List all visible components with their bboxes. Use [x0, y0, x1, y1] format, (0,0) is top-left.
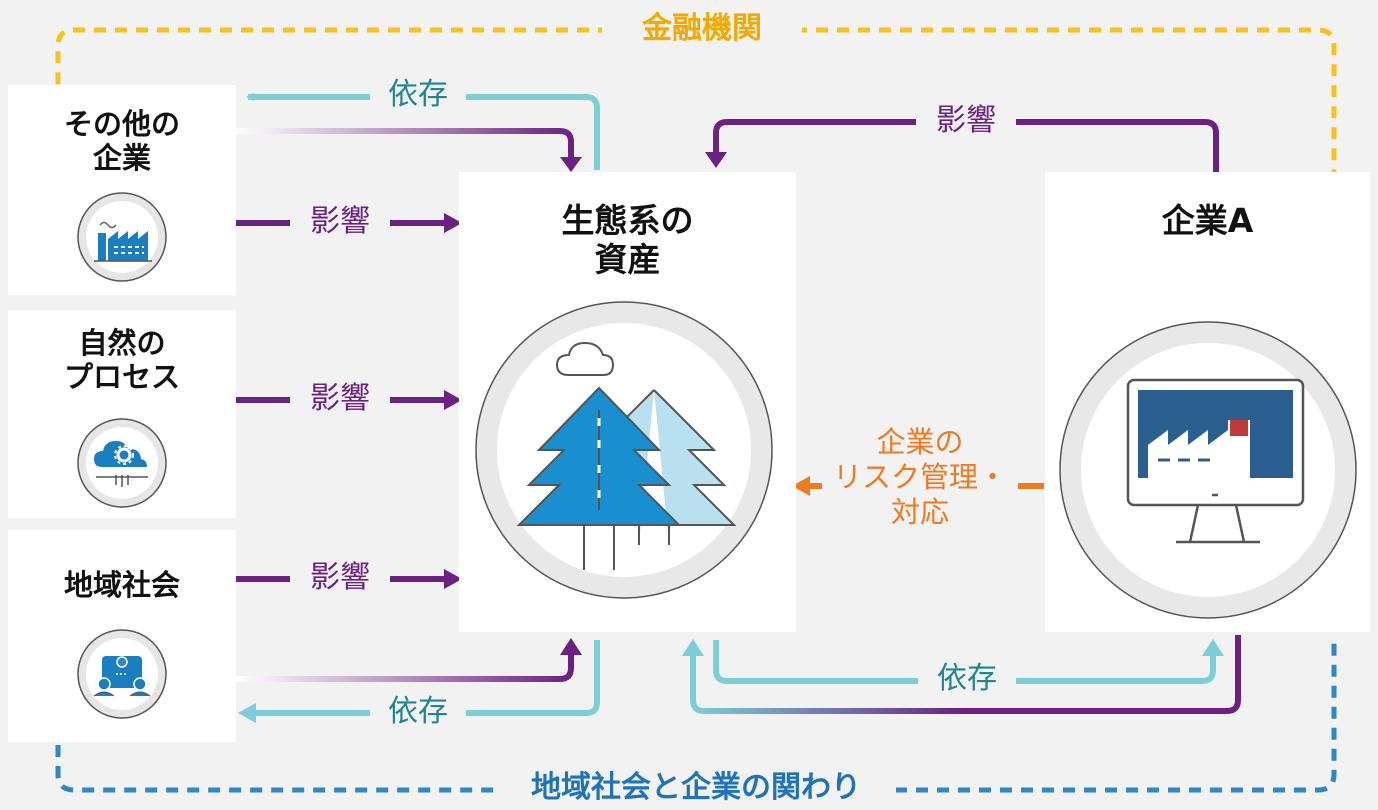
- impact-label-top-right: 影響: [916, 106, 1016, 136]
- risk-arrowhead: [792, 476, 810, 496]
- impact-arrow-bottom-right: [690, 635, 1241, 714]
- risk-management-label: 企業の リスク管理・ 対応: [822, 425, 1018, 530]
- impact-arrowhead-bottom-right: [682, 639, 704, 656]
- natural-processes-title: 自然の プロセス: [63, 326, 180, 395]
- community-icon: [77, 629, 167, 719]
- impact-arrowhead-companies: [444, 213, 462, 233]
- monitor-factory-icon: [1059, 321, 1357, 619]
- community-relations-label: 地域社会と企業の関わり: [496, 773, 896, 803]
- dependency-arrowhead-bottom-right: [1202, 639, 1224, 656]
- impact-label-companies: 影響: [290, 207, 390, 237]
- other-companies-box: その他の 企業: [8, 85, 236, 295]
- impact-arrow-top-left: [236, 128, 574, 162]
- local-community-title: 地域社会: [63, 568, 180, 602]
- impact-arrowhead-nature: [444, 390, 462, 410]
- company-a-title: 企業A: [1161, 201, 1254, 240]
- dependency-label-bottom-right: 依存: [918, 664, 1016, 694]
- impact-arrow-bottom-left: [236, 650, 574, 682]
- community-frame: [55, 635, 1337, 793]
- dependency-arrowhead-bottom-left: [238, 703, 256, 723]
- dependency-arrow-bottom-right: [713, 640, 1216, 684]
- other-companies-title: その他の 企業: [63, 107, 180, 176]
- ecosystem-assets-title: 生態系の 資産: [561, 201, 694, 279]
- cloud-gear-icon: [77, 418, 167, 508]
- ecosystem-assets-box: 生態系の 資産: [459, 172, 796, 632]
- natural-processes-box: 自然の プロセス: [8, 310, 236, 518]
- dependency-arrow-bottom-left: [250, 640, 600, 716]
- impact-label-nature: 影響: [290, 384, 390, 414]
- local-community-box: 地域社会: [8, 530, 236, 742]
- forest-icon: [475, 301, 773, 599]
- financial-institution-label: 金融機関: [602, 14, 802, 44]
- dependency-label-bottom-left: 依存: [370, 697, 466, 727]
- dependency-arrow-top-left: [248, 97, 600, 170]
- impact-arrowhead-community: [444, 569, 462, 589]
- impact-arrowhead-bottom-left: [560, 638, 582, 655]
- dependency-label-top-left: 依存: [370, 80, 466, 110]
- factory-icon: [77, 192, 167, 282]
- financial-frame: [55, 27, 1337, 175]
- impact-label-community: 影響: [290, 563, 390, 593]
- impact-arrow-top-right: [713, 119, 1219, 172]
- impact-arrowhead-top-left: [560, 157, 582, 172]
- impact-arrowhead-top-right: [705, 152, 727, 168]
- company-a-box: 企業A: [1045, 172, 1370, 632]
